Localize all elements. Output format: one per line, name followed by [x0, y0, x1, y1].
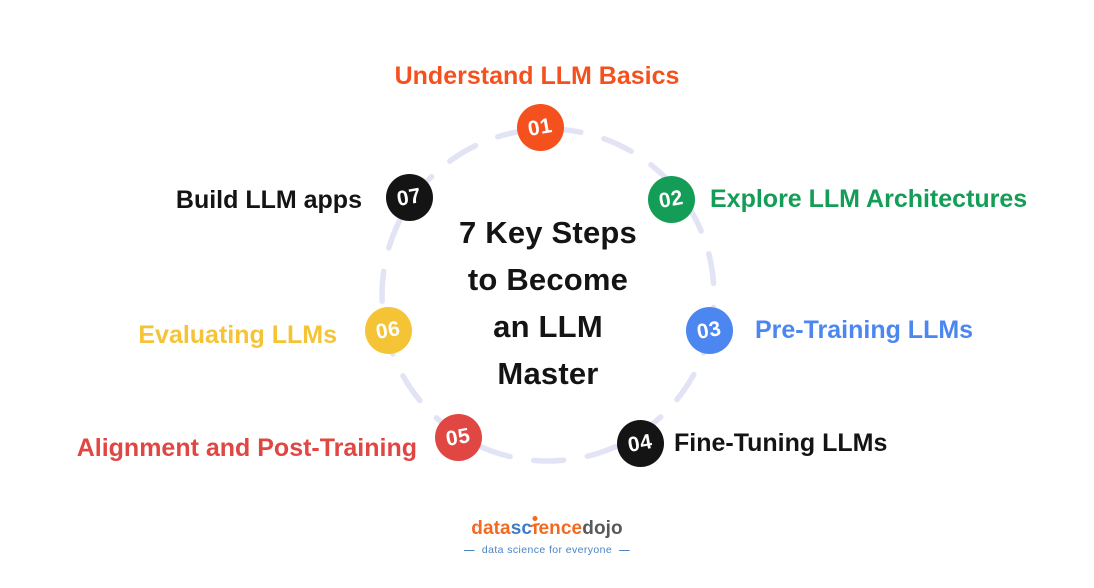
tagline-right-dash: —: [619, 544, 631, 556]
title-line-1: 7 Key Steps: [459, 215, 637, 250]
step-6-badge: 06: [365, 307, 412, 354]
title-line-4: Master: [497, 356, 599, 391]
step-3-number: 03: [695, 316, 724, 344]
logo-part-sc: sc: [510, 518, 533, 539]
step-6-number: 06: [374, 316, 403, 344]
step-3-label: Pre-Training LLMs: [755, 316, 974, 344]
step-4-label: Fine-Tuning LLMs: [674, 429, 888, 457]
logo-part-ence: ence: [538, 518, 583, 539]
step-6-label: Evaluating LLMs: [138, 321, 337, 349]
step-1-number: 01: [526, 113, 555, 141]
step-2-badge: 02: [648, 176, 695, 223]
step-2-number: 02: [657, 185, 686, 213]
datasciencedojo-logo: datascıencedojo — data science for every…: [0, 518, 1094, 556]
step-7-badge: 07: [386, 174, 433, 221]
step-4-number: 04: [626, 429, 655, 457]
step-7-label: Build LLM apps: [175, 186, 362, 214]
step-5-badge: 05: [435, 414, 482, 461]
person-icon: ı: [532, 518, 538, 539]
step-3-badge: 03: [686, 307, 733, 354]
step-2-label: Explore LLM Architectures: [710, 185, 1028, 213]
step-1-label: Understand LLM Basics: [394, 62, 680, 90]
title-line-2: to Become: [467, 262, 629, 297]
logo-part-data: data: [471, 518, 511, 539]
tagline-text: data science for everyone: [481, 544, 613, 556]
title-line-3: an LLM: [493, 309, 603, 344]
logo-tagline: — data science for everyone —: [464, 544, 630, 556]
step-4-badge: 04: [617, 420, 664, 467]
page-title: 7 Key Steps to Become an LLM Master: [398, 209, 698, 397]
logo-wordmark: datascıencedojo: [471, 518, 622, 540]
logo-part-dojo: dojo: [582, 518, 623, 539]
step-5-number: 05: [444, 423, 473, 451]
tagline-left-dash: —: [463, 544, 475, 556]
step-1-badge: 01: [517, 104, 564, 151]
step-5-label: Alignment and Post-Training: [76, 434, 417, 462]
step-7-number: 07: [395, 183, 424, 211]
